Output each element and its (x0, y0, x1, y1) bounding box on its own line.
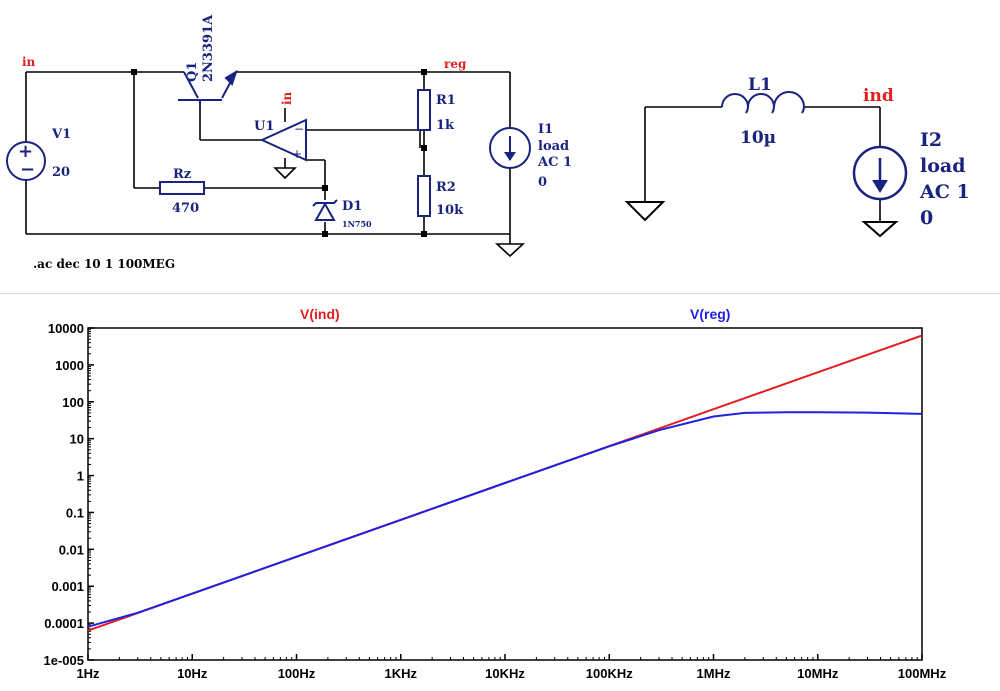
i1-line2: AC 1 (537, 155, 572, 170)
r1-resistor (417, 89, 431, 131)
y-tick-label: 1000 (55, 358, 84, 373)
d1-part: 1N750 (342, 219, 372, 229)
l1-value: 10µ (740, 128, 776, 148)
svg-text:−: − (294, 122, 304, 136)
x-tick-label: 1MHz (697, 666, 731, 681)
q1-part: 2N3391A (201, 14, 216, 82)
y-tick-label: 0.001 (51, 579, 84, 594)
x-tick-label: 100KHz (586, 666, 633, 681)
y-tick-label: 1e-005 (44, 653, 84, 668)
i2-line1: load (920, 155, 966, 177)
schematic1-wires (25, 71, 511, 244)
svg-text:+: + (292, 147, 302, 161)
net-label-u1-in: in (280, 91, 294, 105)
l1-inductor (721, 91, 806, 114)
i2-line2: AC 1 (919, 181, 970, 203)
r1-value: 1k (436, 118, 455, 133)
bode-plot: V(ind) V(reg) 1Hz 10Hz 100Hz 1KHz 10KHz 100KH… (44, 306, 947, 681)
u1-opamp: − + (259, 118, 307, 180)
i1-name: I1 (538, 122, 553, 137)
r2-name: R2 (436, 180, 456, 195)
x-tick-label: 1KHz (384, 666, 417, 681)
x-tick-label: 10MHz (797, 666, 839, 681)
x-tick-label: 100Hz (278, 666, 316, 681)
y-tick-label: 100 (62, 395, 84, 410)
svg-text:+: + (18, 141, 33, 162)
net-label-reg: reg (444, 57, 467, 71)
q1-transistor (178, 69, 238, 106)
series-line-v-reg (87, 411, 923, 628)
y-tick-label: 1 (77, 469, 84, 484)
q1-name: Q1 (185, 62, 200, 82)
divider (0, 293, 1000, 294)
i2-name: I2 (920, 129, 942, 151)
y-tick-label: 0.0001 (44, 616, 84, 631)
ground-symbol (861, 221, 899, 238)
i2-line3: 0 (920, 207, 933, 229)
x-tick-label: 10KHz (485, 666, 525, 681)
legend-v-reg: V(reg) (690, 306, 730, 322)
r2-resistor (417, 175, 431, 217)
net-label-ind: ind (863, 86, 894, 106)
schematic2-wires (644, 106, 881, 222)
i2-current-source (852, 145, 908, 201)
net-label-in: in (22, 55, 36, 69)
junction-dots (131, 69, 427, 237)
y-tick-label: 10000 (48, 321, 84, 336)
i1-line1: load (538, 139, 569, 154)
i1-line3: 0 (538, 175, 547, 190)
r1-name: R1 (436, 93, 456, 108)
r2-value: 10k (436, 203, 464, 218)
spice-directive: .ac dec 10 1 100MEG (33, 257, 175, 271)
rz-name: Rz (173, 167, 191, 182)
y-tick-label: 10 (70, 432, 84, 447)
svg-text:−: − (20, 159, 35, 180)
y-tick-label: 0.01 (59, 542, 84, 557)
x-tick-label: 100MHz (898, 666, 947, 681)
d1-name: D1 (342, 199, 362, 214)
ground-symbol (494, 243, 526, 258)
v1-name: V1 (51, 127, 71, 142)
plot-frame (87, 327, 923, 661)
v1-voltage-source: + − (6, 141, 46, 181)
d1-zener-diode (312, 199, 338, 221)
legend-v-ind: V(ind) (300, 306, 340, 322)
rz-value: 470 (172, 201, 199, 216)
l1-name: L1 (748, 75, 772, 95)
x-tick-label: 10Hz (177, 666, 208, 681)
i1-current-source (489, 127, 531, 169)
x-tick-label: 1Hz (76, 666, 100, 681)
u1-name: U1 (254, 119, 274, 134)
schematic-canvas: + − V1 20 in reg in Q1 2N3391A − + U1 Rz… (6, 14, 970, 271)
ground-symbol (624, 201, 666, 222)
v1-value: 20 (52, 165, 70, 180)
rz-resistor (159, 181, 205, 195)
y-tick-label: 0.1 (66, 505, 84, 520)
